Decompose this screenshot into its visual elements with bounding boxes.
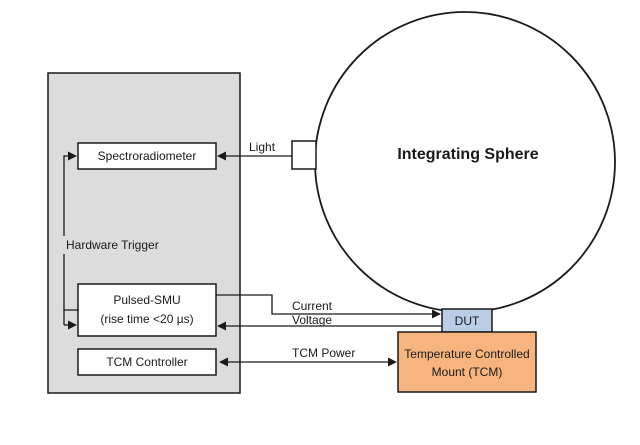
light-label: Light <box>249 140 276 154</box>
pulsed-smu-box <box>77 283 217 337</box>
hardware-trigger-line <box>63 151 78 311</box>
tcm-label: Temperature Controlled <box>404 347 529 361</box>
current-arrow <box>216 294 441 319</box>
tcm-controller-label: TCM Controller <box>106 355 187 369</box>
spectroradiometer-label: Spectroradiometer <box>98 149 197 163</box>
dut-label: DUT <box>455 314 480 328</box>
hardware-trigger-label: Hardware Trigger <box>66 238 159 252</box>
pulsed-smu-subtitle: (rise time <20 µs) <box>100 312 193 326</box>
spectroradiometer-box <box>77 142 217 170</box>
voltage-label: Voltage <box>292 313 332 327</box>
tcm-box <box>397 331 537 393</box>
sphere-port <box>291 140 317 170</box>
sphere-label: Integrating Sphere <box>397 146 538 163</box>
tcm-controller-box <box>77 348 217 376</box>
tcm-subtitle: Mount (TCM) <box>432 365 503 379</box>
tcm-power-label: TCM Power <box>292 346 355 360</box>
hardware-panel <box>47 72 241 394</box>
current-label: Current <box>292 299 333 313</box>
pulsed-smu-label: Pulsed-SMU <box>113 293 180 307</box>
hardware-trigger-label-bg <box>60 236 170 254</box>
